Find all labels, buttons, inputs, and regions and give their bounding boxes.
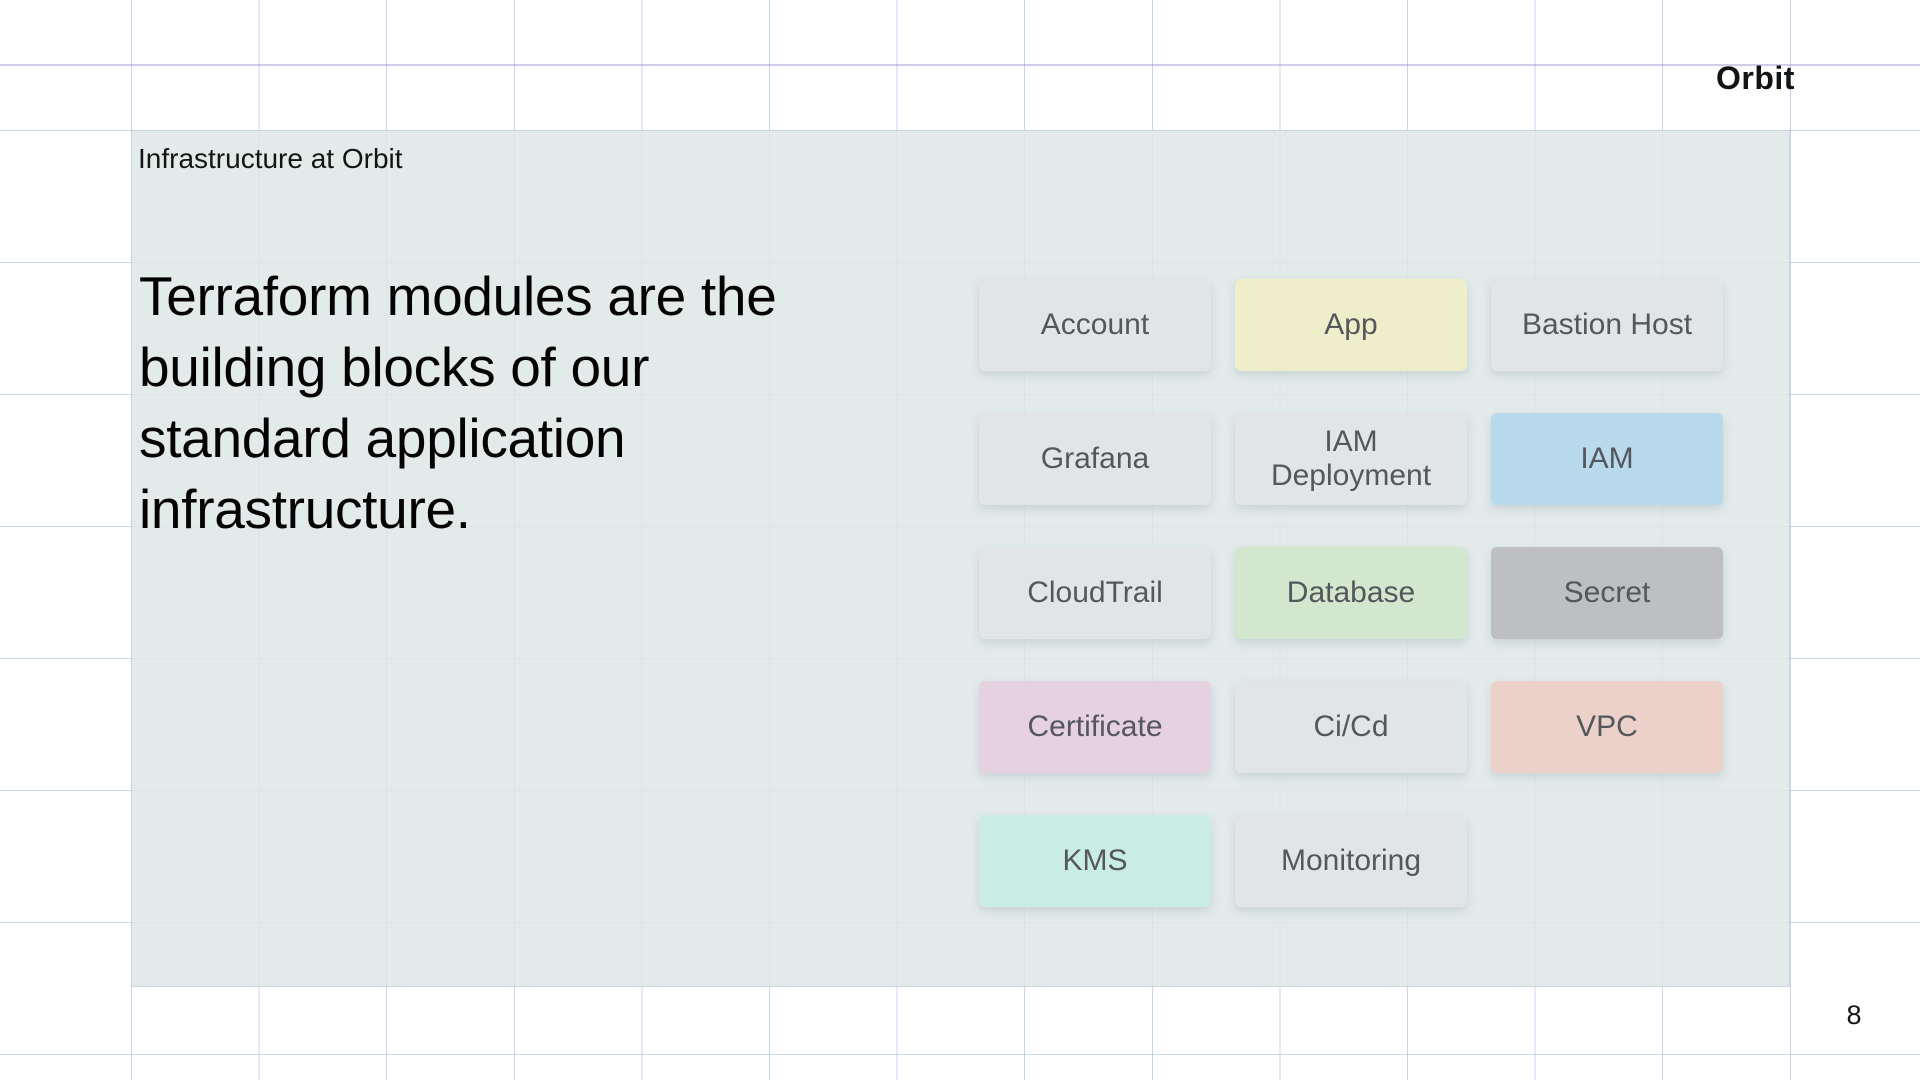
module-label: KMS xyxy=(1062,844,1128,877)
statement-line: standard application xyxy=(139,407,626,469)
module-label: Ci/Cd xyxy=(1313,710,1389,743)
module-label: IAM xyxy=(1580,442,1634,475)
statement-line: building blocks of our xyxy=(139,336,650,398)
accent-rule xyxy=(0,64,1920,66)
module-box-account: Account xyxy=(979,279,1211,371)
module-label: Certificate xyxy=(1027,710,1163,743)
page-number: 8 xyxy=(1846,1000,1862,1030)
module-box-ci-cd: Ci/Cd xyxy=(1235,681,1467,773)
module-box-cloudtrail: CloudTrail xyxy=(979,547,1211,639)
module-box-grafana: Grafana xyxy=(979,413,1211,505)
slide-header: Infrastructure at Orbit xyxy=(138,143,403,174)
module-label: Account xyxy=(1040,308,1150,341)
module-box-app: App xyxy=(1235,279,1467,371)
module-box-monitoring: Monitoring xyxy=(1235,815,1467,907)
module-box-database: Database xyxy=(1235,547,1467,639)
module-box-vpc: VPC xyxy=(1491,681,1723,773)
brand-wordmark: Orbit xyxy=(1716,60,1795,96)
module-label: Bastion Host xyxy=(1521,308,1693,341)
statement-line: Terraform modules are the xyxy=(139,265,777,327)
modules-grid: Account App Bastion Host Grafana IAM Dep… xyxy=(979,279,1723,907)
module-box-secret: Secret xyxy=(1491,547,1723,639)
module-label: Database xyxy=(1286,576,1416,609)
statement-line: infrastructure. xyxy=(139,478,471,540)
module-box-certificate: Certificate xyxy=(979,681,1211,773)
module-label: IAM Deployment xyxy=(1270,425,1432,492)
module-label: CloudTrail xyxy=(1027,576,1163,609)
module-box-iam: IAM xyxy=(1491,413,1723,505)
module-label: App xyxy=(1324,308,1378,341)
module-box-bastion-host: Bastion Host xyxy=(1491,279,1723,371)
statement: Terraform modules are the building block… xyxy=(139,261,839,545)
module-label: VPC xyxy=(1576,710,1638,743)
module-label: Monitoring xyxy=(1280,844,1422,877)
module-box-kms: KMS xyxy=(979,815,1211,907)
slide-panel: Infrastructure at Orbit Terraform module… xyxy=(131,130,1790,987)
module-box-iam-deployment: IAM Deployment xyxy=(1235,413,1467,505)
module-label: Grafana xyxy=(1040,442,1150,475)
module-label: Secret xyxy=(1563,576,1651,609)
